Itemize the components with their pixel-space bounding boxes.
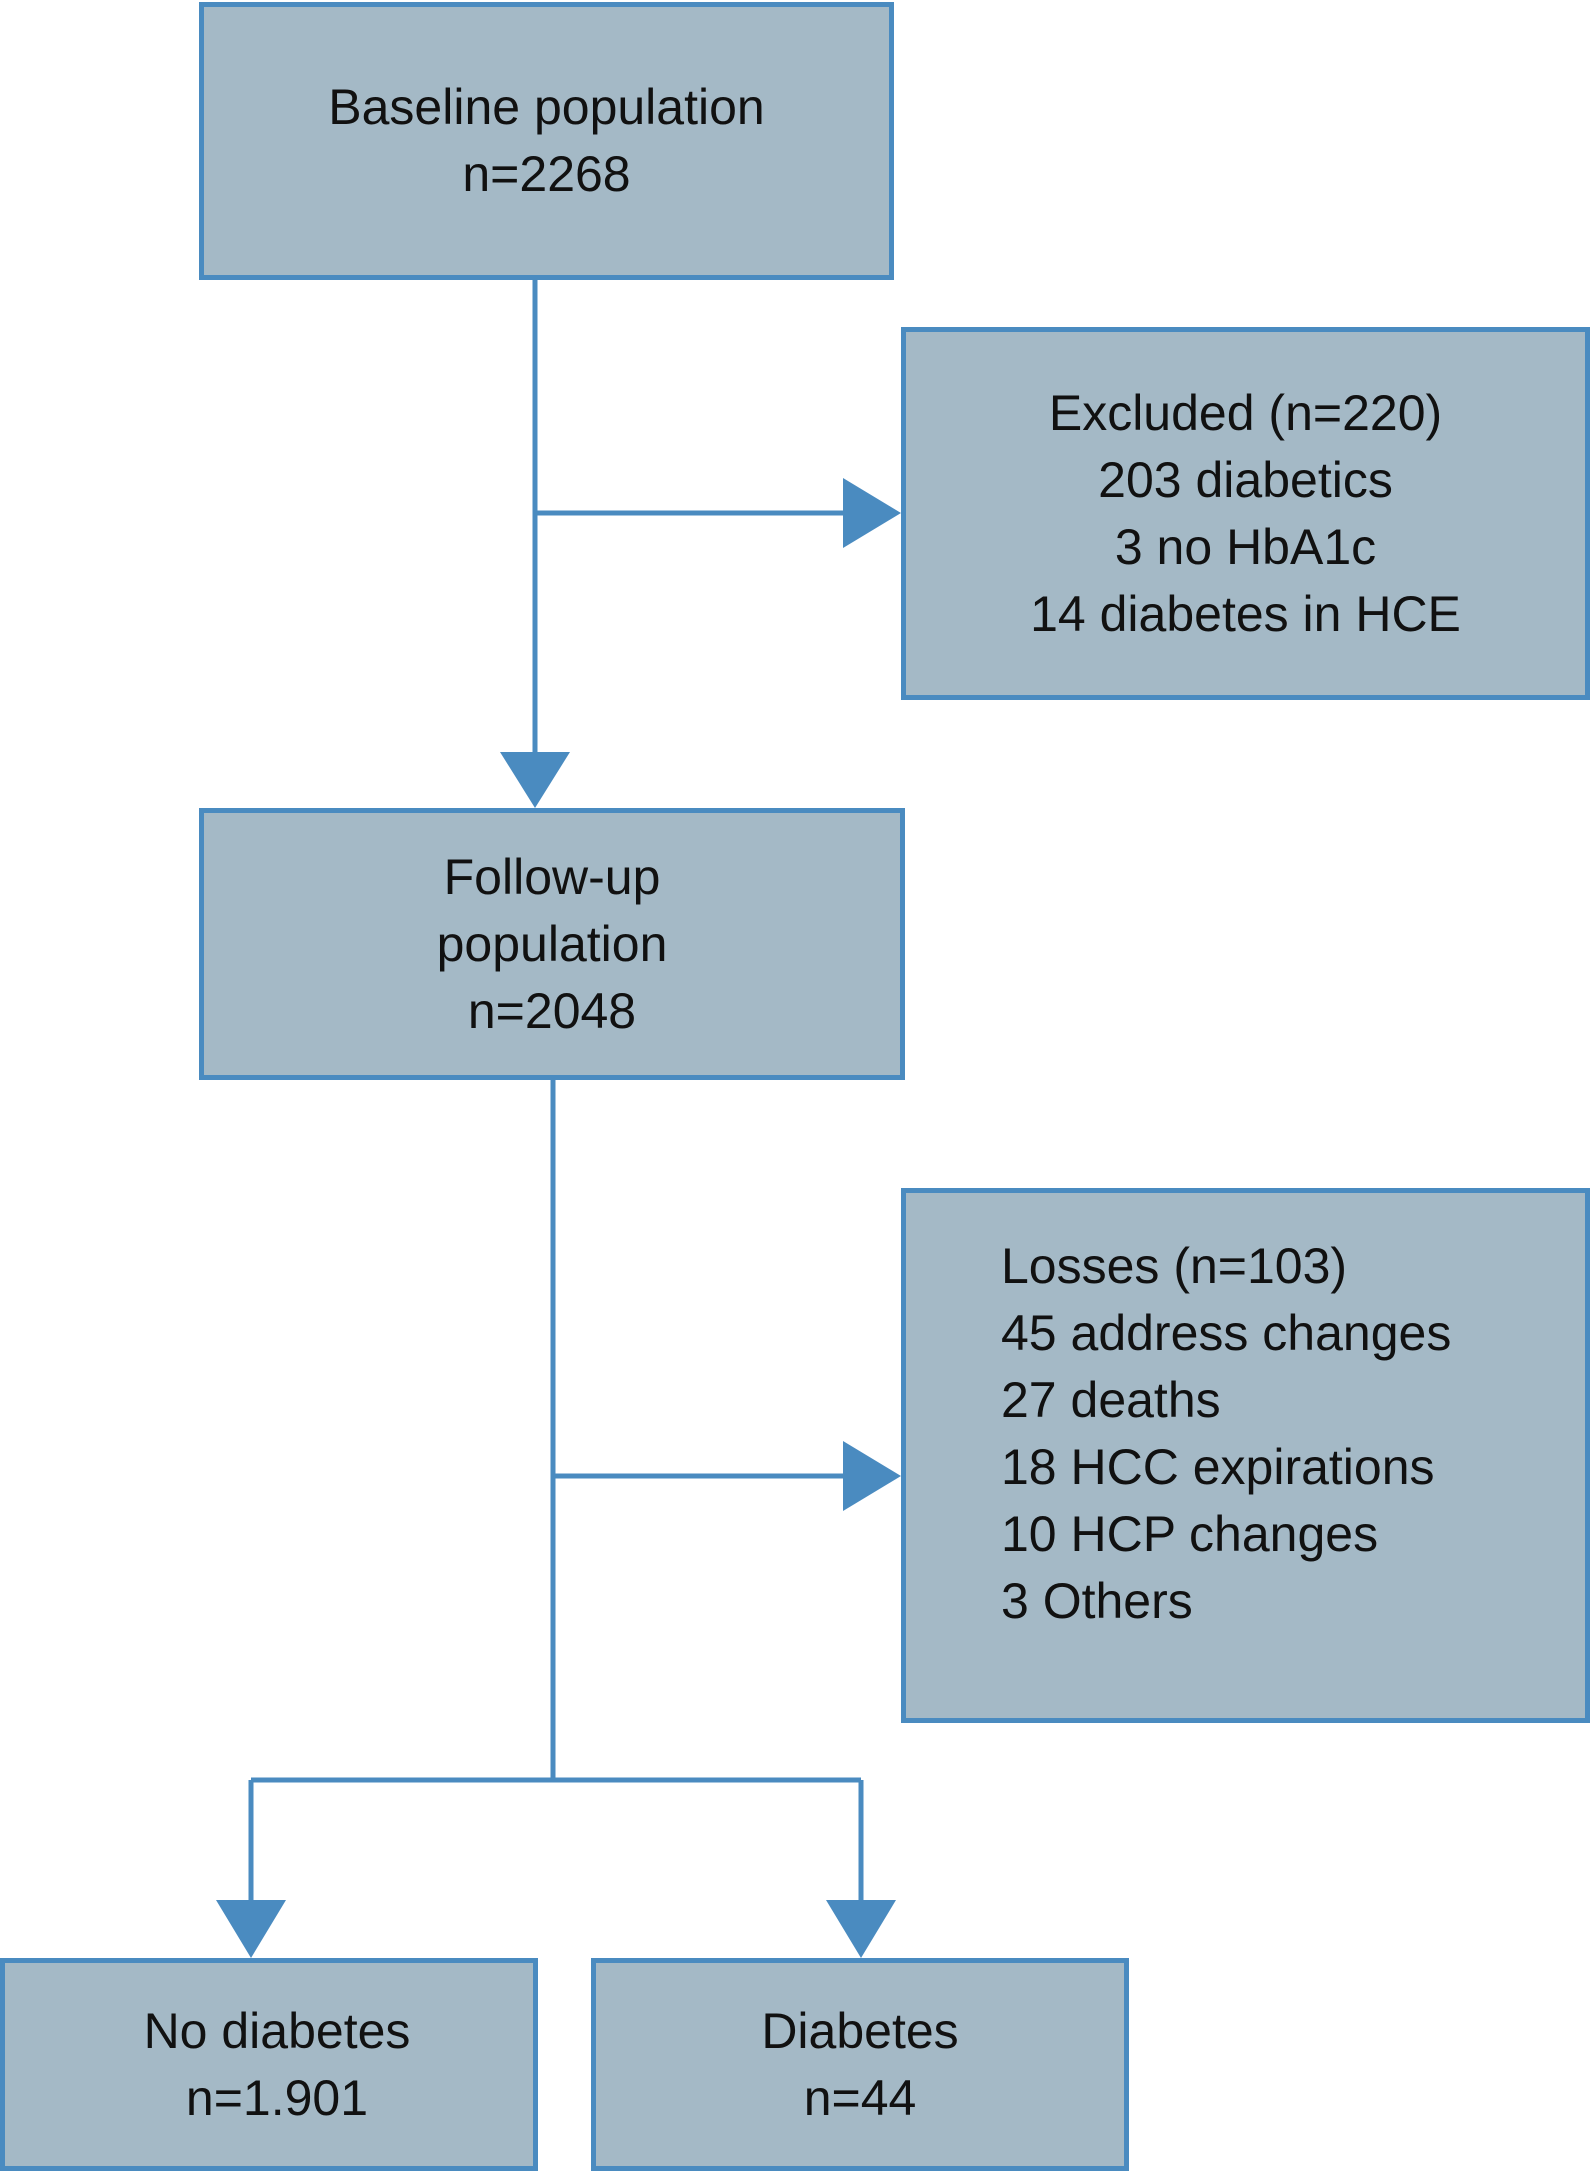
diabetes-box: Diabetes n=44 [591,1958,1129,2171]
arrowhead-to-excluded [843,478,901,548]
followup-title-line2: population [436,915,668,972]
losses-item-others: 3 Others [1001,1572,1193,1629]
no-diabetes-box: No diabetes n=1.901 [0,1958,538,2171]
losses-item-hcc: 18 HCC expirations [1001,1438,1435,1495]
followup-population-box: Follow-up population n=2048 [199,808,905,1080]
arrowhead-to-followup [500,752,570,808]
excluded-item-no-hba1c: 3 no HbA1c [1114,518,1377,575]
baseline-count: n=2268 [462,146,631,202]
followup-title-line1: Follow-up [443,848,661,905]
excluded-item-diabetes-hce: 14 diabetes in HCE [1030,585,1461,642]
losses-item-address: 45 address changes [1001,1304,1452,1361]
arrowhead-to-diabetes [826,1900,896,1958]
baseline-title: Baseline population [328,79,765,135]
excluded-box: Excluded (n=220) 203 diabetics 3 no HbA1… [901,327,1590,700]
excluded-title: Excluded (n=220) [1048,384,1443,441]
losses-item-hcp: 10 HCP changes [1001,1505,1379,1562]
losses-title: Losses (n=103) [1001,1237,1348,1294]
followup-count: n=2048 [467,982,637,1039]
diabetes-count: n=44 [803,2069,917,2126]
no-diabetes-count: n=1.901 [185,2069,369,2126]
excluded-item-diabetics: 203 diabetics [1098,451,1393,508]
arrowhead-to-losses [843,1441,901,1511]
diabetes-title: Diabetes [761,2002,959,2059]
baseline-population-box: Baseline population n=2268 [199,2,894,280]
arrowhead-to-nodiabetes [216,1900,286,1958]
losses-item-deaths: 27 deaths [1001,1371,1221,1428]
losses-box: Losses (n=103) 45 address changes 27 dea… [901,1188,1590,1723]
no-diabetes-title: No diabetes [143,2002,411,2059]
